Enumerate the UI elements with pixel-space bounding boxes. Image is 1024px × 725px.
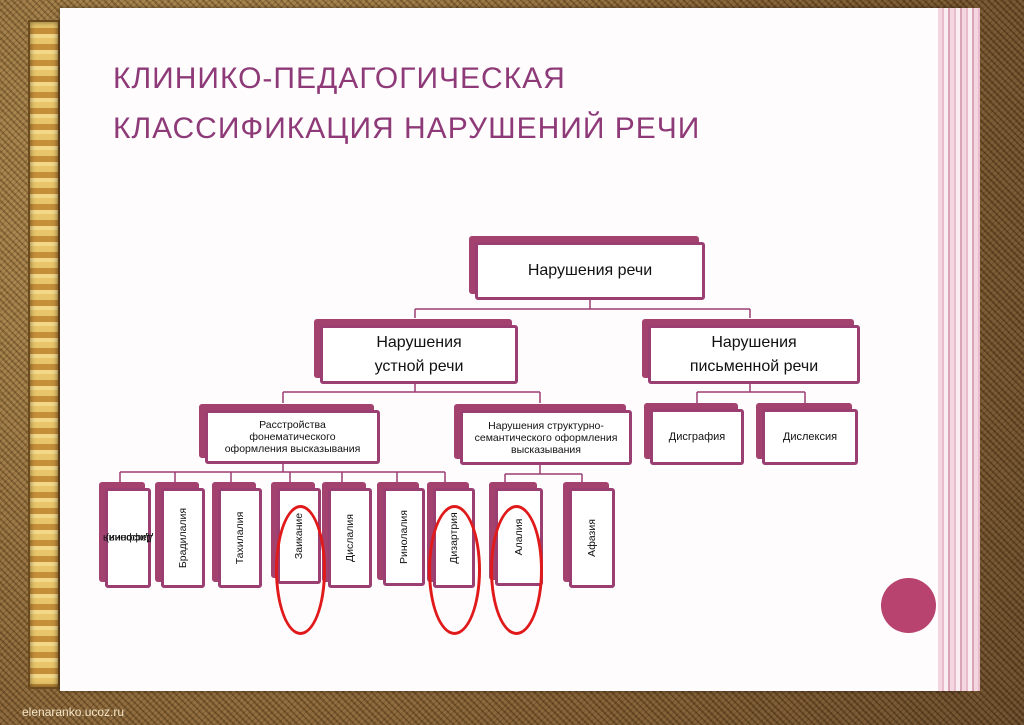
leaf-tachylalia: Тахилалия bbox=[218, 488, 262, 588]
highlight-alalia bbox=[490, 505, 543, 635]
title-line-1: Клинико-педагогическая bbox=[113, 62, 566, 95]
leaf-rhinolalia: Ринолалия bbox=[383, 488, 425, 586]
accent-circle bbox=[881, 578, 936, 633]
gold-ornament-strip bbox=[28, 20, 60, 689]
highlight-dysarthria bbox=[428, 505, 481, 635]
leaf-dyslalia: Дислалия bbox=[328, 488, 372, 588]
node-structural-disorders: Нарушения структурно-семантического офор… bbox=[460, 410, 632, 465]
node-speech-disorders: Нарушения речи bbox=[475, 242, 705, 300]
footer-watermark: elenaranko.ucoz.ru bbox=[22, 705, 125, 719]
leaf-bradylalia: Брадилалия bbox=[161, 488, 205, 588]
highlight-stuttering bbox=[275, 505, 326, 635]
leaf-dysphonia: Дисфония(афония) bbox=[103, 488, 153, 588]
node-dyslexia: Дислексия bbox=[762, 409, 858, 465]
leaf-aphasia: Афазия bbox=[569, 488, 615, 588]
pink-stripes bbox=[938, 8, 980, 691]
title-line-2: классификация нарушений речи bbox=[113, 112, 701, 145]
node-dysgraphia: Дисграфия bbox=[650, 409, 744, 465]
